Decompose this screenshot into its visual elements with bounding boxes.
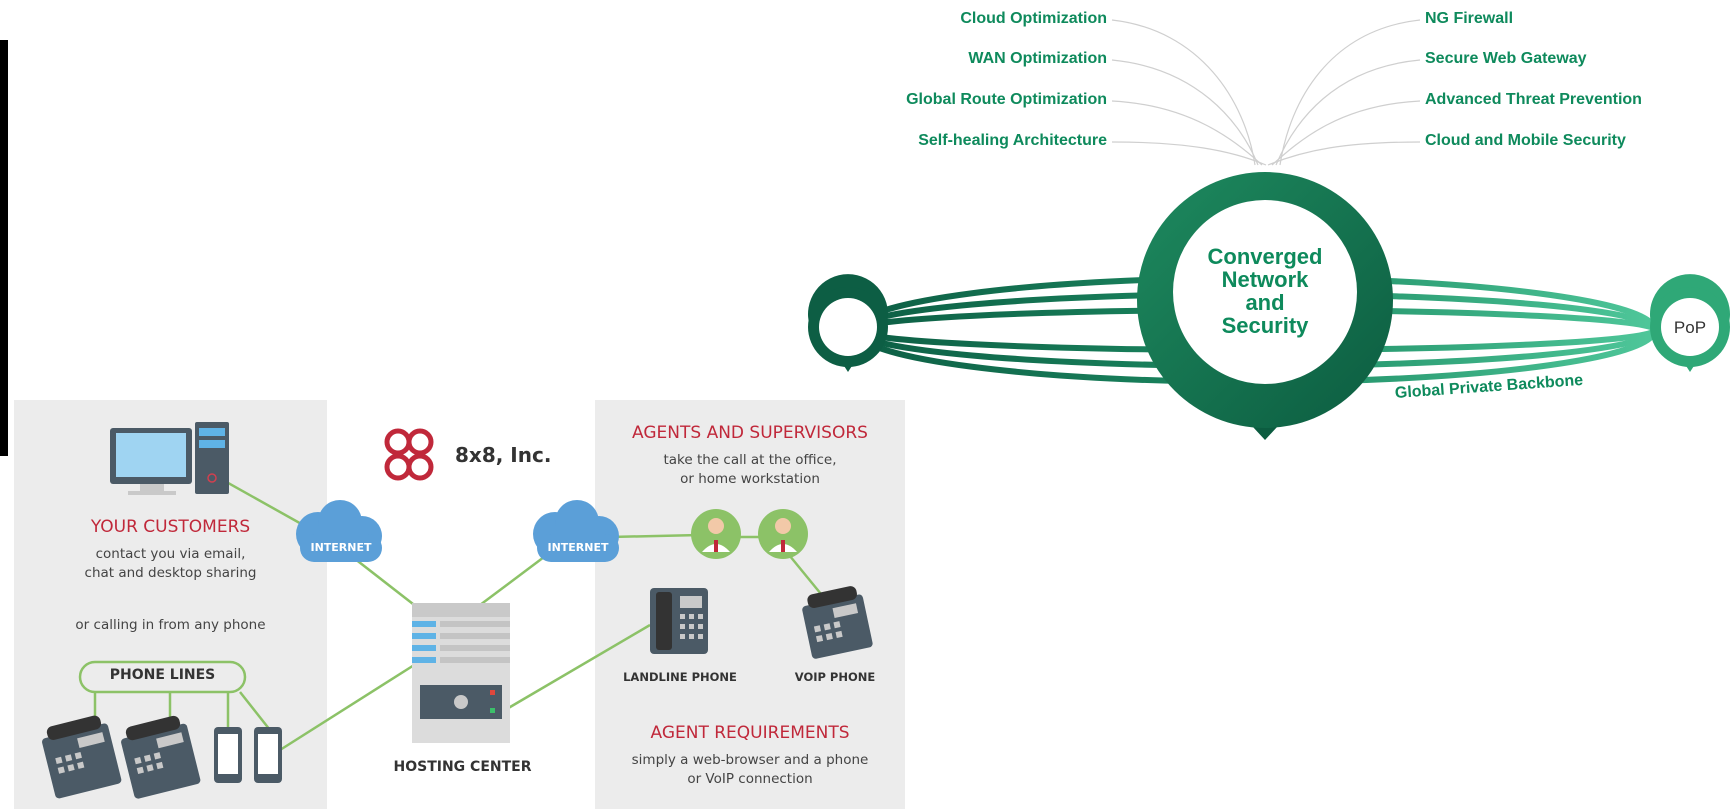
contact-center-diagram xyxy=(42,422,873,799)
desk-phone-icon-2 xyxy=(121,715,201,799)
landline-phone-icon xyxy=(650,588,708,654)
requirements-title: AGENT REQUIREMENTS xyxy=(650,723,850,743)
customers-line-2: chat and desktop sharing xyxy=(84,565,257,581)
agents-line-2: or home workstation xyxy=(680,471,820,487)
agents-line-1: take the call at the office, xyxy=(663,452,837,468)
feature-secure-web-gateway: Secure Web Gateway xyxy=(1425,50,1587,67)
mobile-phone-icon-1 xyxy=(214,727,242,783)
converged-hub xyxy=(1137,172,1393,440)
landline-phone-label: LANDLINE PHONE xyxy=(623,670,737,684)
hub-label-line-1: Converged xyxy=(1207,244,1323,269)
hub-label-line-2: Network xyxy=(1221,267,1309,292)
phone-lines-label: PHONE LINES xyxy=(109,667,216,683)
hub-label-line-4: Security xyxy=(1221,313,1309,338)
hub-label: Converged Network and Security xyxy=(1175,245,1355,337)
feature-global-route-optimization: Global Route Optimization xyxy=(906,91,1107,108)
feature-connector-lines xyxy=(1111,19,1421,166)
feature-self-healing-architecture: Self-healing Architecture xyxy=(918,132,1107,149)
customers-line-1: contact you via email, xyxy=(95,546,246,562)
pop-node-right xyxy=(1650,274,1730,372)
pop-node-left xyxy=(808,274,889,372)
internet-label-right: INTERNET xyxy=(547,541,609,554)
8x8-logo xyxy=(384,428,434,481)
feature-advanced-threat-prevention: Advanced Threat Prevention xyxy=(1425,91,1642,108)
left-edge-bar xyxy=(0,40,8,456)
feature-ng-firewall: NG Firewall xyxy=(1425,10,1514,27)
agent-avatar-icon-2 xyxy=(758,509,808,559)
hosting-center-label: HOSTING CENTER xyxy=(393,759,532,775)
desktop-computer-icon xyxy=(110,422,229,495)
internet-label-left: INTERNET xyxy=(310,541,372,554)
feature-cloud-optimization: Cloud Optimization xyxy=(960,10,1107,27)
customers-title: YOUR CUSTOMERS xyxy=(90,517,251,537)
mobile-phone-icon-2 xyxy=(254,727,282,783)
voip-phone-label: VOIP PHONE xyxy=(794,670,876,684)
hub-label-line-3: and xyxy=(1245,290,1285,315)
pop-label: PoP xyxy=(1673,318,1707,337)
feature-cloud-and-mobile-security: Cloud and Mobile Security xyxy=(1425,132,1626,149)
requirements-line-2: or VoIP connection xyxy=(687,771,813,787)
desk-phone-icon-1 xyxy=(42,715,122,799)
customers-line-3: or calling in from any phone xyxy=(75,617,266,633)
brand-name: 8x8, Inc. xyxy=(455,443,552,467)
internet-cloud-icon-right xyxy=(533,500,619,562)
feature-wan-optimization: WAN Optimization xyxy=(968,50,1107,67)
voip-phone-icon xyxy=(802,586,873,659)
agent-avatar-icon-1 xyxy=(691,509,741,559)
internet-cloud-icon-left xyxy=(296,500,382,562)
agents-title: AGENTS AND SUPERVISORS xyxy=(632,423,868,443)
requirements-line-1: simply a web-browser and a phone xyxy=(631,752,869,768)
hosting-server-icon xyxy=(412,603,510,743)
